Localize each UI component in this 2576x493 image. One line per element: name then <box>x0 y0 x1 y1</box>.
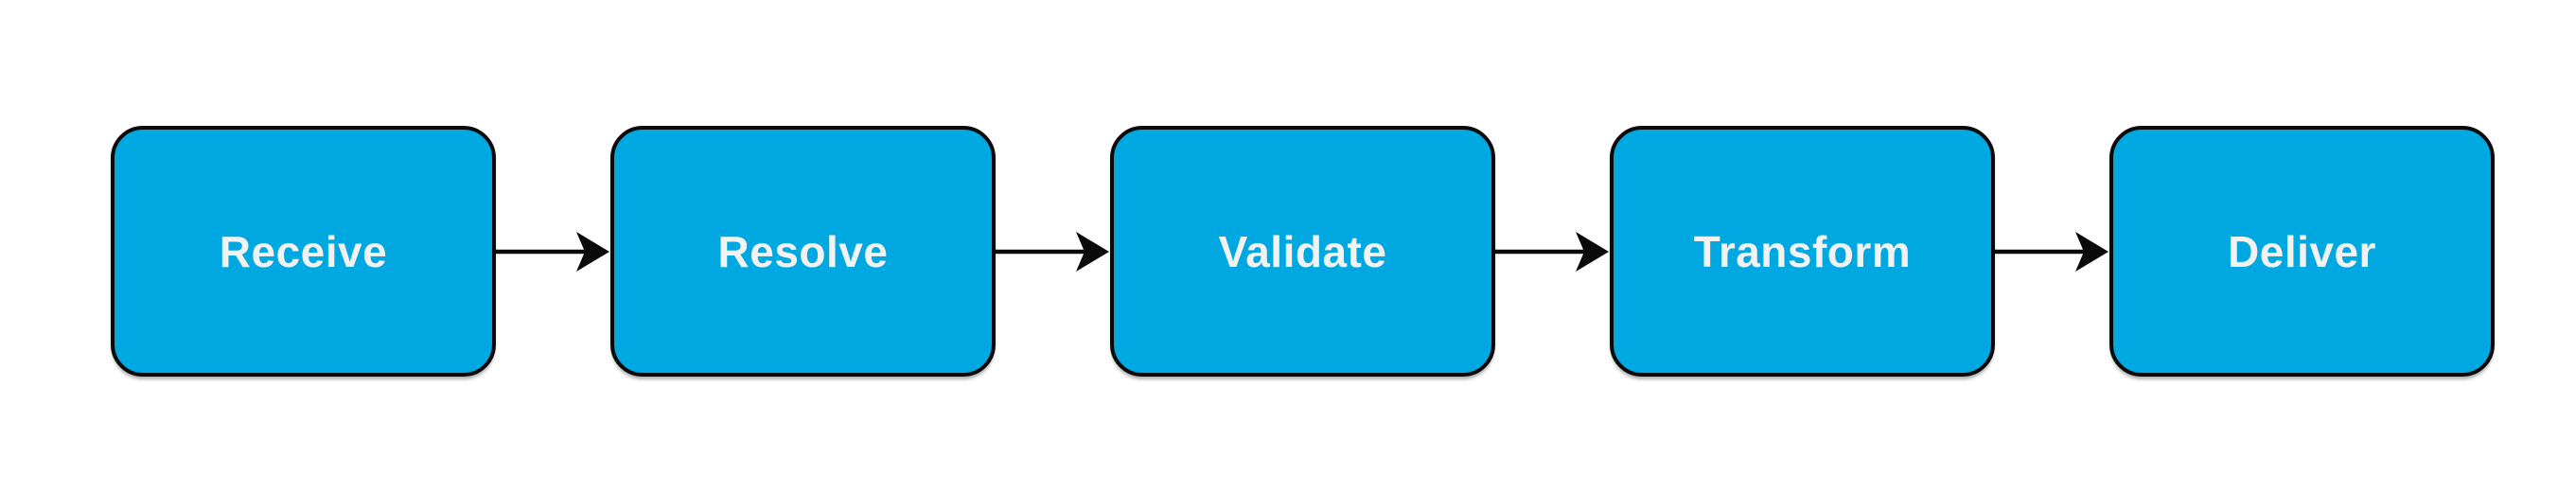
flowchart-row: Receive Resolve Validate <box>111 126 2495 377</box>
flow-node-label: Deliver <box>2228 226 2376 276</box>
edge-validate-transform <box>1495 126 1610 377</box>
flow-node-receive: Receive <box>111 126 496 377</box>
flow-node-label: Receive <box>219 226 388 276</box>
arrow-right-icon <box>996 231 1109 272</box>
arrow-right-icon <box>496 231 609 272</box>
edge-transform-deliver <box>1995 126 2109 377</box>
flow-node-label: Resolve <box>717 226 889 276</box>
arrow-right-icon <box>1495 231 1609 272</box>
edge-receive-resolve <box>496 126 610 377</box>
flow-node-label: Transform <box>1693 226 1912 276</box>
flow-node-transform: Transform <box>1610 126 1995 377</box>
flow-node-deliver: Deliver <box>2109 126 2495 377</box>
edge-resolve-validate <box>996 126 1110 377</box>
flow-node-validate: Validate <box>1110 126 1495 377</box>
arrow-right-icon <box>1995 231 2108 272</box>
flow-node-label: Validate <box>1218 226 1387 276</box>
flow-node-resolve: Resolve <box>610 126 996 377</box>
